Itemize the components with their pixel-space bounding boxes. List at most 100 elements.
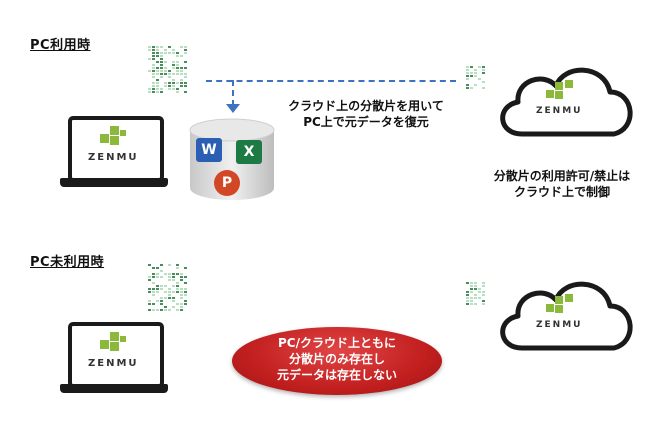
fragment-cell	[148, 88, 151, 90]
fragment-cell	[160, 309, 163, 311]
fragment-cell	[160, 52, 163, 54]
fragment-cell	[180, 297, 183, 299]
fragment-cell	[466, 303, 469, 305]
fragment-cell	[168, 264, 171, 266]
fragment-cell	[160, 76, 163, 78]
warning-pill-line3: 元データは存在しない	[276, 368, 397, 382]
fragment-cell	[482, 72, 485, 74]
fragment-cell	[176, 291, 179, 293]
warning-pill-line2: 分散片のみ存在し	[288, 352, 385, 366]
section-heading-no-pc: PC未利用時	[30, 255, 105, 270]
fragment-cell	[176, 309, 179, 311]
fragment-cell	[184, 267, 187, 269]
fragment-cell	[164, 285, 167, 287]
fragment-cell	[152, 267, 155, 269]
fragment-cell	[152, 67, 155, 69]
fragment-cell	[474, 75, 477, 77]
zenmu-logo-text: ZENMU	[88, 358, 139, 369]
fragment-cell	[184, 73, 187, 75]
control-caption-line1: 分散片の利用許可/禁止は	[493, 169, 631, 183]
fragment-cell	[184, 276, 187, 278]
fragment-cell	[176, 91, 179, 93]
fragment-cell	[164, 82, 167, 84]
fragment-cell	[180, 279, 183, 281]
fragment-cell	[156, 55, 159, 57]
fragment-cell	[184, 46, 187, 48]
fragment-cell	[478, 291, 481, 293]
fragment-cell	[172, 276, 175, 278]
fragment-cell	[168, 273, 171, 275]
fragment-cell	[474, 297, 477, 299]
fragment-cell	[148, 309, 151, 311]
fragment-cell	[160, 58, 163, 60]
fragment-cell	[470, 87, 473, 89]
fragment-cell	[176, 61, 179, 63]
fragment-cell	[160, 303, 163, 305]
fragment-cell	[470, 282, 473, 284]
fragment-cell	[152, 64, 155, 66]
fragment-cell	[156, 300, 159, 302]
fragment-cell	[148, 279, 151, 281]
fragment-cell	[184, 82, 187, 84]
fragment-cell	[176, 303, 179, 305]
cloud-top: ZENMU	[492, 54, 642, 144]
restore-arrow-line	[206, 80, 456, 82]
fragment-cell	[474, 84, 477, 86]
fragment-cell	[156, 73, 159, 75]
fragment-cell	[474, 72, 477, 74]
fragment-cell	[184, 291, 187, 293]
fragment-cell	[152, 88, 155, 90]
fragment-pile-pc-top	[148, 46, 187, 94]
fragment-cell	[482, 69, 485, 71]
fragment-cell	[478, 66, 481, 68]
fragment-cell	[160, 88, 163, 90]
laptop-base	[60, 178, 168, 187]
fragment-cell	[470, 72, 473, 74]
fragment-cell	[172, 297, 175, 299]
fragment-cell	[168, 76, 171, 78]
restore-caption-line2: PC上で元データを復元	[303, 115, 429, 129]
fragment-cell	[176, 273, 179, 275]
fragment-cell	[470, 285, 473, 287]
fragment-cell	[160, 297, 163, 299]
fragment-cell	[184, 52, 187, 54]
fragment-cell	[180, 273, 183, 275]
fragment-cell	[478, 288, 481, 290]
zenmu-logo-text: ZENMU	[88, 152, 139, 163]
fragment-cell	[180, 309, 183, 311]
fragment-cell	[466, 72, 469, 74]
fragment-cell	[180, 306, 183, 308]
fragment-cell	[172, 291, 175, 293]
fragment-cell	[152, 55, 155, 57]
fragment-cell	[180, 70, 183, 72]
fragment-cell	[466, 69, 469, 71]
fragment-cell	[470, 75, 473, 77]
fragment-cell	[148, 91, 151, 93]
fragment-cell	[152, 52, 155, 54]
fragment-cell	[152, 291, 155, 293]
fragment-cell	[164, 67, 167, 69]
fragment-cell	[164, 309, 167, 311]
fragment-cell	[160, 270, 163, 272]
fragment-cell	[160, 300, 163, 302]
fragment-cell	[172, 52, 175, 54]
restore-caption: クラウド上の分散片を用いて PC上で元データを復元	[276, 98, 456, 130]
fragment-cell	[160, 285, 163, 287]
fragment-cell	[164, 52, 167, 54]
fragment-cell	[180, 288, 183, 290]
fragment-cell	[160, 46, 163, 48]
fragment-cell	[152, 49, 155, 51]
fragment-cell	[482, 300, 485, 302]
fragment-cell	[180, 73, 183, 75]
fragment-cell	[168, 82, 171, 84]
fragment-cell	[176, 73, 179, 75]
control-caption: 分散片の利用許可/禁止は クラウド上で制御	[474, 168, 650, 200]
fragment-cell	[184, 67, 187, 69]
fragment-cell	[172, 79, 175, 81]
fragment-cell	[168, 291, 171, 293]
fragment-cell	[168, 279, 171, 281]
fragment-cell	[152, 46, 155, 48]
fragment-cell	[160, 64, 163, 66]
fragment-cell	[482, 303, 485, 305]
fragment-cell	[168, 88, 171, 90]
